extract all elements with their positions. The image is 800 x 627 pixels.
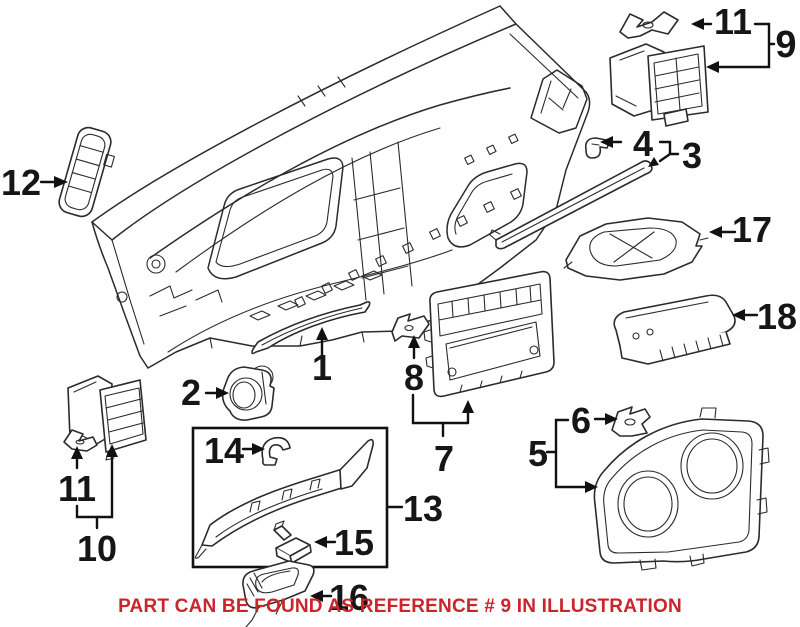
callout-8-label: 8: [404, 357, 424, 398]
callout-6-label: 6: [571, 400, 591, 441]
callout-10-label: 10: [77, 528, 117, 569]
callout-3-label: 3: [682, 135, 702, 176]
part-9-air-vent: [609, 43, 709, 127]
callout-9-label: 9: [775, 24, 796, 66]
callout-13-label: 13: [403, 488, 443, 529]
part-17-storage-tray: [563, 217, 709, 281]
part-2-bezel-ring: [221, 366, 275, 421]
dashboard-assembly: [91, 5, 591, 389]
part-6-clip: [611, 406, 651, 437]
callout-16-label: 16: [329, 577, 369, 618]
callout-18-label: 18: [757, 296, 797, 337]
callout-11-top-label: 11: [714, 1, 752, 42]
reference-note: PART CAN BE FOUND AS REFERENCE # 9 IN IL…: [118, 596, 682, 617]
callout-4-label: 4: [633, 123, 653, 164]
callout-arrows: [39, 18, 776, 602]
part-13-lower-trim-panel: [194, 438, 374, 559]
callout-12-label: 12: [1, 162, 41, 203]
callout-7-label: 7: [434, 438, 454, 479]
part-1-trim-strip: [251, 301, 371, 355]
callout-1-label: 1: [312, 347, 332, 388]
part-11-clip-top: [619, 11, 679, 39]
callout-2-label: 2: [181, 372, 201, 413]
part-16-pocket: [242, 560, 315, 627]
part-5-cluster-bezel: [593, 407, 770, 571]
callout-14-label: 14: [204, 430, 244, 471]
callout-labels: 1 2 3 4 5 6 7 8 9 10 11 11 12 13 14 15 1…: [1, 1, 797, 618]
callout-17-label: 17: [732, 209, 772, 250]
callout-5-label: 5: [528, 433, 548, 474]
part-8-clip: [391, 313, 430, 342]
part-10-air-vent: [67, 375, 147, 461]
part-12-side-demister-vent: [58, 126, 115, 218]
part-3-trim-molding: [489, 160, 653, 250]
callout-15-label: 15: [334, 522, 374, 563]
part-7-center-trim-panel: [423, 270, 555, 398]
part-15-clip: [273, 520, 312, 564]
part-18-airbag-module: [613, 294, 736, 365]
part-14-clip: [261, 436, 291, 466]
callout-11-bottom-label: 11: [58, 468, 96, 509]
